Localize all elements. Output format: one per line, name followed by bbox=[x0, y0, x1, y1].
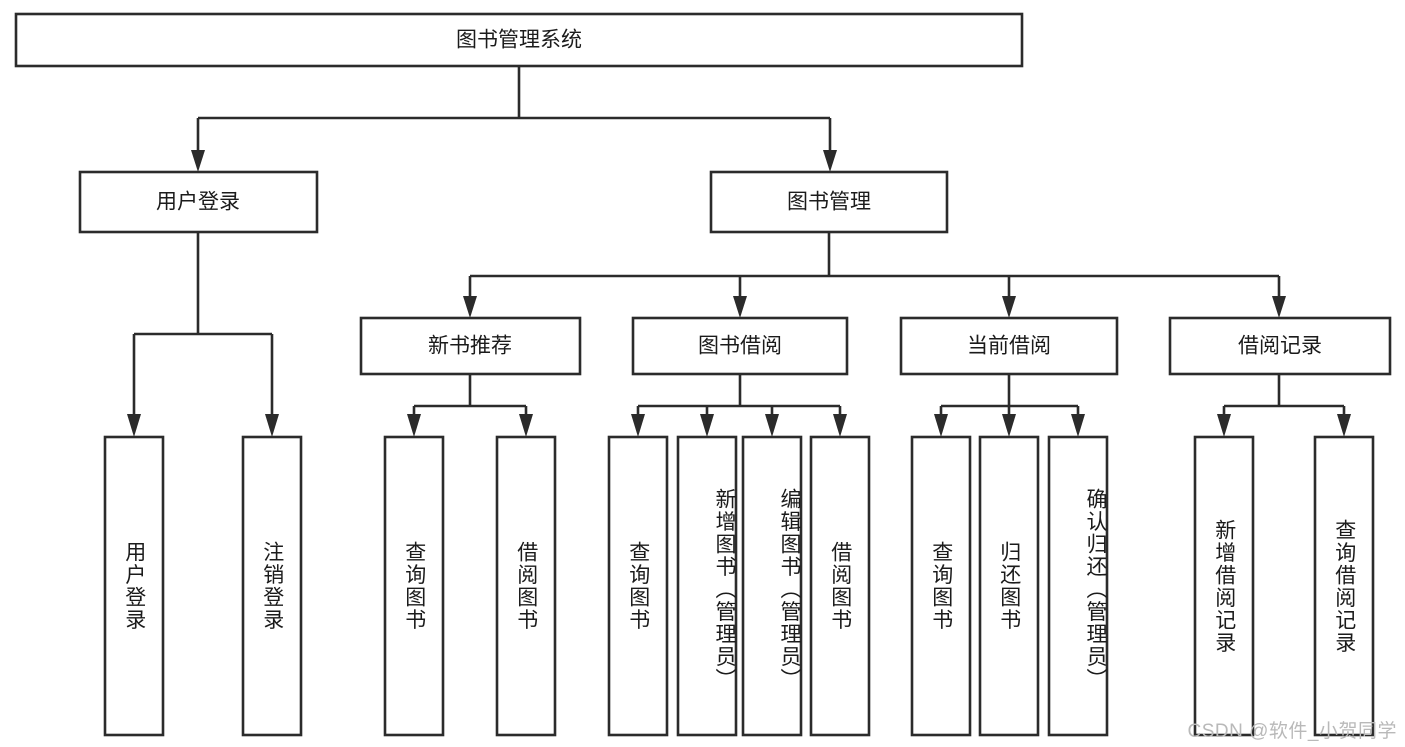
leaf-box-nb-borrow-book bbox=[495, 435, 557, 737]
leaf-box-cb-return-book bbox=[978, 435, 1040, 737]
connector-borrowrecord-to-leaves bbox=[1217, 374, 1351, 437]
node-current-borrow-label: 当前借阅 bbox=[967, 335, 1051, 358]
node-borrow-record[interactable]: 借阅记录 bbox=[1168, 316, 1392, 376]
connector-bookmgmt-to-level3 bbox=[463, 232, 1286, 318]
node-new-book-recommend-label: 新书推荐 bbox=[428, 335, 512, 358]
node-new-book-recommend[interactable]: 新书推荐 bbox=[359, 316, 582, 376]
leaf-box-bb-add-book bbox=[676, 435, 738, 737]
node-user-login[interactable]: 用户登录 bbox=[78, 170, 319, 234]
leaf-boxes bbox=[103, 435, 1375, 737]
leaf-box-cb-query-book bbox=[910, 435, 972, 737]
connector-root-to-level2 bbox=[191, 66, 837, 172]
leaf-box-bb-query-book bbox=[607, 435, 669, 737]
connector-bookborrow-to-leaves bbox=[631, 374, 847, 437]
node-book-borrow-label: 图书借阅 bbox=[698, 335, 782, 358]
csdn-watermark: CSDN @软件_小贺同学 bbox=[1187, 721, 1397, 742]
node-book-management[interactable]: 图书管理 bbox=[709, 170, 949, 234]
node-root[interactable]: 图书管理系统 bbox=[14, 12, 1024, 68]
leaf-box-user-login bbox=[103, 435, 165, 737]
leaf-box-bb-borrow-book bbox=[809, 435, 871, 737]
leaf-box-br-add-record bbox=[1193, 435, 1255, 737]
connector-currentborrow-to-leaves bbox=[934, 374, 1085, 437]
node-book-borrow[interactable]: 图书借阅 bbox=[631, 316, 849, 376]
connector-userlogin-to-leaves bbox=[127, 232, 279, 437]
node-root-label: 图书管理系统 bbox=[456, 29, 582, 52]
node-user-login-label: 用户登录 bbox=[156, 191, 240, 214]
leaf-box-bb-edit-book bbox=[741, 435, 803, 737]
leaf-box-cb-confirm-return bbox=[1047, 435, 1109, 737]
node-current-borrow[interactable]: 当前借阅 bbox=[899, 316, 1119, 376]
connector-newbook-to-leaves bbox=[407, 374, 533, 437]
leaf-box-nb-query-book bbox=[383, 435, 445, 737]
leaf-box-user-logout bbox=[241, 435, 303, 737]
node-borrow-record-label: 借阅记录 bbox=[1238, 335, 1322, 358]
leaf-box-br-query-record bbox=[1313, 435, 1375, 737]
node-book-management-label: 图书管理 bbox=[787, 191, 871, 214]
